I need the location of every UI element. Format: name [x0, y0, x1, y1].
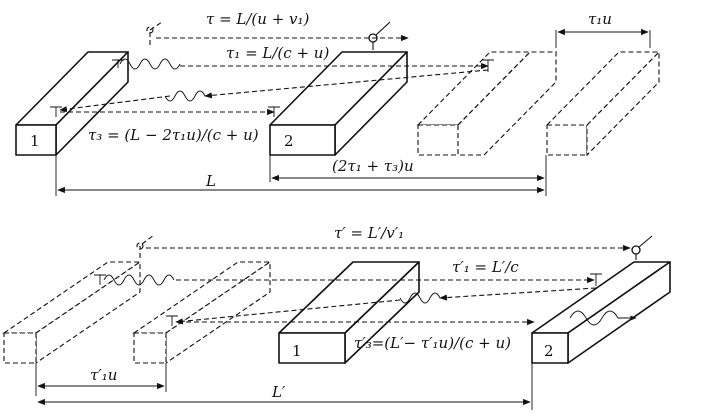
- bottom-source-lamp: [136, 234, 155, 258]
- top-bar-2: 2: [269, 51, 408, 156]
- bottom-L-label: L′: [271, 383, 286, 401]
- top-tau3-signal: [50, 106, 280, 117]
- top-tau1u-label: τ₁u: [588, 10, 612, 28]
- bottom-tau3-label: τ′₃=(L′− τ′₁u)/(c + u): [354, 334, 511, 352]
- top-tau3-label: τ₃ = (L − 2τ₁u)/(c + u): [88, 126, 259, 144]
- top-box1-label: 1: [30, 132, 40, 150]
- top-reflected-signal: [59, 69, 489, 113]
- top-L-label: L: [205, 172, 216, 190]
- bottom-panel: 1 2 τ′ = L′/v′₁: [2, 224, 671, 410]
- bottom-ghost-bar-b: [132, 260, 272, 365]
- top-tau-label: τ = L/(u + v₁): [206, 10, 310, 28]
- top-ghost-bar-b: [545, 50, 661, 157]
- bottom-bar-2: 2: [531, 261, 671, 364]
- bottom-box2-label: 2: [544, 342, 554, 360]
- top-box2-label: 2: [284, 132, 294, 150]
- bottom-tau-label: τ′ = L′/v′₁: [334, 224, 404, 242]
- top-panel: 1 2 τ = L/(u + v₁): [15, 10, 661, 196]
- bottom-box1-label: 1: [292, 342, 302, 360]
- bottom-target-lamp: [631, 235, 653, 260]
- top-tau1-label: τ₁ = L/(c + u): [226, 44, 329, 62]
- top-ghost-bar-a: [416, 51, 558, 156]
- bottom-tau1-signal: [94, 273, 602, 286]
- top-shift-label: (2τ₁ + τ₃)u: [332, 157, 414, 175]
- top-tau1-signal: [112, 58, 494, 72]
- top-source-lamp: [146, 21, 163, 45]
- bottom-reflected-signal: [166, 287, 597, 326]
- bottom-ghost-bar-a: [2, 260, 142, 365]
- bottom-tau1-label: τ′₁ = L′/c: [452, 258, 519, 276]
- top-bar-1: 1: [15, 51, 129, 156]
- top-target-lamp: [368, 21, 391, 50]
- bottom-tau1u-label: τ′₁u: [90, 366, 117, 384]
